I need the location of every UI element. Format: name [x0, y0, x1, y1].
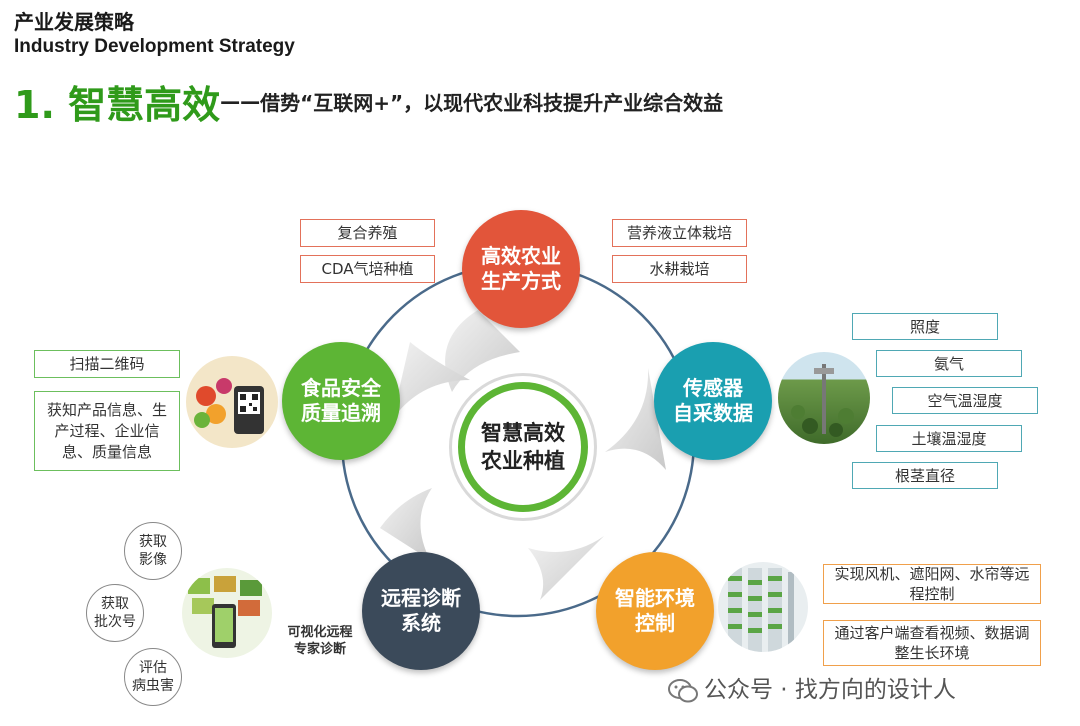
diagnosis-note: 可视化远程 专家诊断: [280, 624, 360, 658]
node-environment-line2: 控制: [615, 611, 695, 636]
sensor-box: 照度: [852, 313, 998, 340]
node-food-line1: 食品安全: [301, 376, 381, 401]
node-diagnosis-line2: 系统: [381, 611, 461, 636]
diagnosis-bubble: 获取批次号: [86, 584, 144, 642]
environment-photo: [718, 562, 808, 652]
center-line1: 智慧高效: [481, 419, 565, 447]
center-line2: 农业种植: [481, 447, 565, 475]
sensor-box: 根茎直径: [852, 462, 998, 489]
node-production-line2: 生产方式: [481, 269, 561, 294]
watermark-text: 公众号 · 找方向的设计人: [704, 677, 956, 703]
sensor-photo: [778, 352, 870, 444]
food-box: 获知产品信息、生产过程、企业信息、质量信息: [34, 391, 180, 471]
node-sensor: 传感器自采数据: [654, 342, 772, 460]
qr-scan-graphic: [186, 356, 278, 448]
node-food-line2: 质量追溯: [301, 401, 381, 426]
node-production: 高效农业生产方式: [462, 210, 580, 328]
wechat-icon: [668, 678, 698, 704]
production-box: 营养液立体栽培: [612, 219, 747, 247]
bubble-line: 评估: [132, 659, 174, 677]
center-circle: 智慧高效 农业种植: [458, 382, 588, 512]
diagnosis-note-line1: 可视化远程: [280, 624, 360, 641]
node-production-line1: 高效农业: [481, 244, 561, 269]
sensor-box: 氨气: [876, 350, 1022, 377]
bubble-line: 病虫害: [132, 677, 174, 695]
production-box: 水耕栽培: [612, 255, 747, 283]
diagnosis-note-line2: 专家诊断: [280, 641, 360, 658]
food-photo: [186, 356, 278, 448]
node-sensor-line1: 传感器: [673, 376, 753, 401]
bubble-line: 批次号: [94, 613, 136, 631]
diagnosis-bubble: 评估病虫害: [124, 648, 182, 706]
diagnosis-bubble: 获取影像: [124, 522, 182, 580]
node-food: 食品安全质量追溯: [282, 342, 400, 460]
node-sensor-line2: 自采数据: [673, 401, 753, 426]
swirl-shape: [380, 488, 432, 560]
bubble-line: 获取: [139, 533, 167, 551]
sensor-box: 土壤温湿度: [876, 425, 1022, 452]
bubble-line: 影像: [139, 551, 167, 569]
node-diagnosis: 远程诊断系统: [362, 552, 480, 670]
watermark: 公众号 · 找方向的设计人: [668, 670, 956, 704]
production-box: 复合养殖: [300, 219, 435, 247]
production-box: CDA气培种植: [300, 255, 435, 283]
sensor-box: 空气温湿度: [892, 387, 1038, 414]
food-box: 扫描二维码: [34, 350, 180, 378]
sensor-pole-graphic: [778, 352, 870, 444]
node-environment-line1: 智能环境: [615, 586, 695, 611]
environment-box: 通过客户端查看视频、数据调整生长环境: [823, 620, 1041, 666]
diagnosis-photo: [182, 568, 272, 658]
bubble-line: 获取: [94, 595, 136, 613]
vertical-farm-graphic: [718, 562, 808, 652]
node-environment: 智能环境控制: [596, 552, 714, 670]
node-diagnosis-line1: 远程诊断: [381, 586, 461, 611]
swirl-shape: [528, 536, 604, 600]
remote-diagnosis-graphic: [182, 568, 272, 658]
environment-box: 实现风机、遮阳网、水帘等远程控制: [823, 564, 1041, 604]
